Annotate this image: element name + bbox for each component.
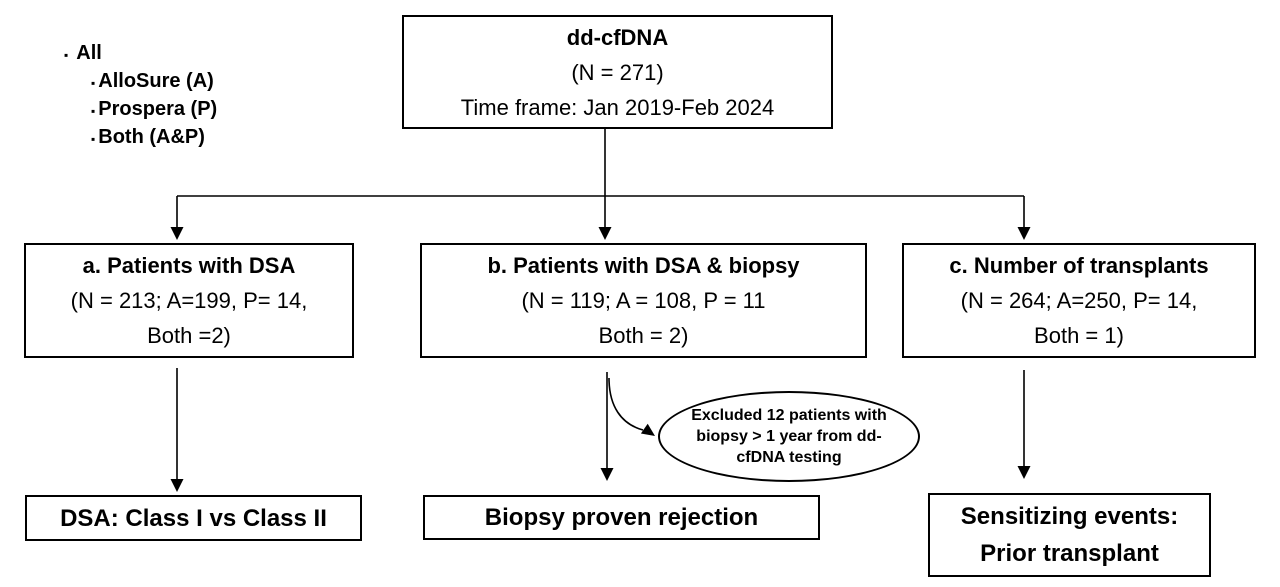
branch-c-counts-line2: Both = 1) [1034, 323, 1124, 348]
legend-item-allosure: ▪ AlloSure (A) [91, 70, 217, 98]
legend-item-both: ▪ Both (A&P) [91, 126, 217, 154]
legend-item-prospera: ▪ Prospera (P) [91, 98, 217, 126]
root-box-title: dd-cfDNA [566, 24, 669, 50]
exclusion-text-line3: cfDNA testing [736, 449, 842, 466]
root-box-ddcfdna: dd-cfDNA (N = 271) Time frame: Jan 2019-… [402, 15, 833, 129]
root-box-count: (N = 271) [571, 59, 664, 85]
outcome-b-label: Biopsy proven rejection [484, 504, 759, 531]
outcome-c-label-line1: Sensitizing events: [960, 503, 1179, 530]
outcome-box-biopsy-proven-rejection: Biopsy proven rejection [423, 495, 820, 540]
arrow-c-to-outcome-arrowhead [1017, 466, 1031, 479]
curved-arrow-to-exclusion-arrowhead [640, 423, 655, 436]
arrow-b-to-outcome-arrowhead [600, 468, 614, 481]
bullet-icon: ▪ [91, 76, 96, 90]
outcome-box-sensitizing-events: Sensitizing events: Prior transplant [928, 493, 1211, 577]
exclusion-text-line1: Excluded 12 patients with [691, 407, 887, 424]
bullet-icon: ▪ [91, 104, 96, 118]
root-box-timeframe: Time frame: Jan 2019-Feb 2024 [460, 94, 775, 120]
legend-item-all: ▪ All [64, 42, 217, 70]
branch-a-title: a. Patients with DSA [82, 253, 296, 278]
branch-c-counts-line1: (N = 264; A=250, P= 14, [960, 288, 1198, 313]
arrow-to-branch-a-arrowhead [170, 227, 184, 240]
branch-b-counts-line2: Both = 2) [598, 323, 689, 348]
legend-item-label: AlloSure (A) [98, 70, 214, 92]
branch-b-title: b. Patients with DSA & biopsy [487, 253, 800, 278]
branch-c-title: c. Number of transplants [949, 253, 1209, 278]
outcome-a-label: DSA: Class I vs Class II [60, 504, 327, 532]
branch-box-b-dsa-and-biopsy: b. Patients with DSA & biopsy (N = 119; … [420, 243, 867, 358]
branch-a-counts-line1: (N = 213; A=199, P= 14, [70, 288, 308, 313]
test-type-legend: ▪ All ▪ AlloSure (A) ▪ Prospera (P) ▪ Bo… [64, 42, 217, 154]
branch-a-counts-line2: Both =2) [147, 323, 231, 348]
bullet-icon: ▪ [91, 132, 96, 146]
curved-arrow-to-exclusion [608, 377, 644, 431]
legend-item-label: All [76, 42, 102, 64]
legend-item-label: Both (A&P) [98, 126, 205, 148]
legend-item-label: Prospera (P) [98, 98, 218, 120]
bullet-icon: ▪ [64, 48, 69, 62]
arrow-to-branch-c-arrowhead [1017, 227, 1031, 240]
arrow-a-to-outcome-arrowhead [170, 479, 184, 492]
branch-box-a-patients-with-dsa: a. Patients with DSA (N = 213; A=199, P=… [24, 243, 354, 358]
outcome-box-dsa-class-comparison: DSA: Class I vs Class II [25, 495, 362, 541]
arrow-to-branch-b-arrowhead [598, 227, 612, 240]
outcome-c-label-line2: Prior transplant [980, 540, 1159, 567]
branch-box-c-number-of-transplants: c. Number of transplants (N = 264; A=250… [902, 243, 1256, 358]
exclusion-ellipse: Excluded 12 patients with biopsy > 1 yea… [658, 391, 920, 482]
branch-b-counts-line1: (N = 119; A = 108, P = 11 [521, 288, 766, 313]
exclusion-text-line2: biopsy > 1 year from dd- [696, 428, 882, 445]
